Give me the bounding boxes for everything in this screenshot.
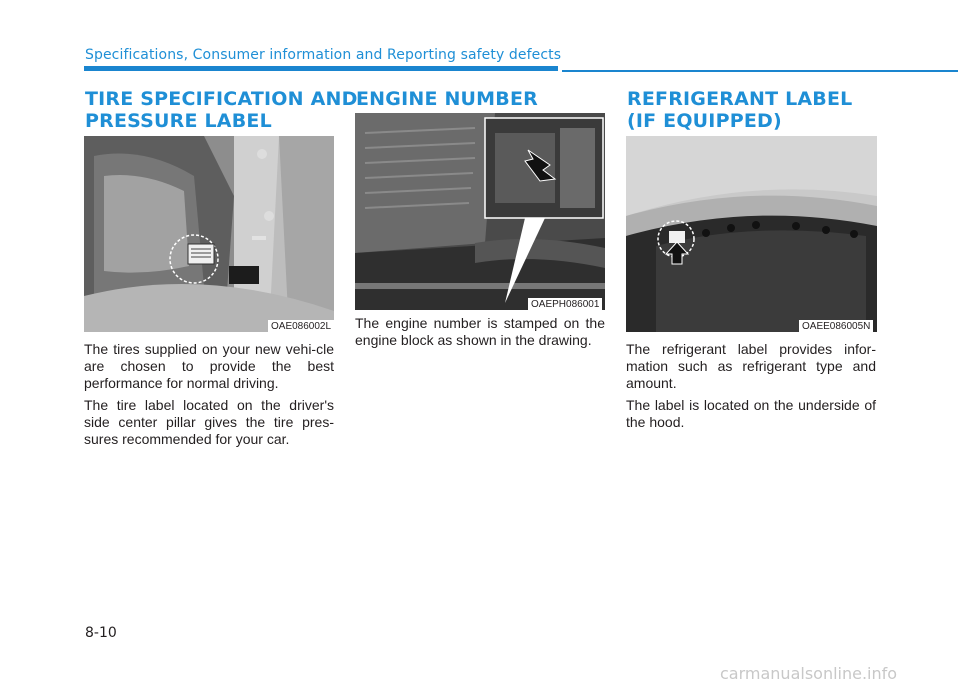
refrigerant-paragraph-2: The label is located on the underside of… [626, 397, 876, 430]
tire-paragraph-1: The tires supplied on your new vehi-cle … [84, 341, 334, 391]
tire-photo-code: OAE086002L [268, 320, 335, 333]
engine-paragraph-1: The engine number is stamped on the engi… [355, 315, 605, 348]
tire-label-photo [84, 136, 334, 332]
page-number: 8-10 [85, 625, 117, 641]
engine-number-title-line1: ENGINE NUMBER [356, 88, 538, 110]
tire-label-text: The tires supplied on your new vehi-cle … [84, 341, 334, 448]
header-bar [84, 66, 558, 71]
chapter-header: Specifications, Consumer information and… [85, 47, 562, 63]
refrigerant-title-line2: (IF EQUIPPED) [627, 110, 782, 132]
tire-label-title: TIRE SPECIFICATION AND PRESSURE LABEL [85, 88, 358, 132]
watermark: carmanualsonline.info [720, 664, 898, 683]
refrigerant-paragraph-1: The refrigerant label provides infor-mat… [626, 341, 876, 391]
tire-paragraph-2: The tire label located on the driver's s… [84, 397, 334, 447]
engine-number-photo [355, 113, 605, 310]
refrigerant-label-title: REFRIGERANT LABEL (IF EQUIPPED) [627, 88, 852, 132]
tire-label-title-line2: PRESSURE LABEL [85, 110, 272, 132]
tire-label-title-line1: TIRE SPECIFICATION AND [85, 88, 358, 110]
refrigerant-photo-code: OAEE086005N [799, 320, 874, 333]
header-rule [562, 70, 958, 72]
refrigerant-title-line1: REFRIGERANT LABEL [627, 88, 853, 110]
engine-photo-code: OAEPH086001 [528, 298, 603, 311]
engine-number-text: The engine number is stamped on the engi… [355, 315, 605, 349]
refrigerant-label-photo [626, 136, 877, 332]
refrigerant-label-text: The refrigerant label provides infor-mat… [626, 341, 876, 431]
engine-number-title: ENGINE NUMBER [356, 88, 538, 110]
